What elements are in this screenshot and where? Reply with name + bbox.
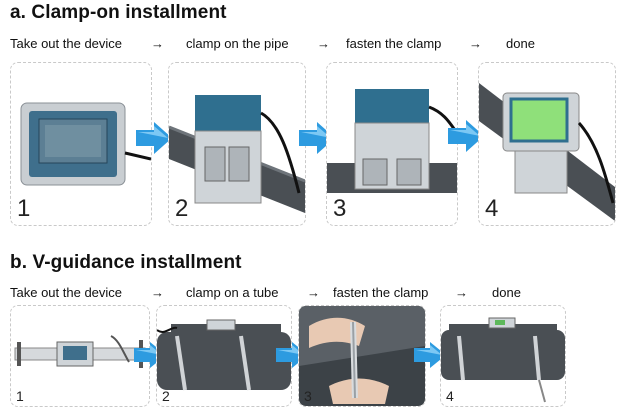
fasten-clamp-icon — [327, 89, 457, 193]
step-a-4: done — [506, 36, 535, 51]
flowmeter-device-icon — [20, 102, 151, 186]
panel-b-2: 2 — [156, 305, 292, 407]
panel-number: 1 — [16, 388, 24, 404]
panel-number: 4 — [446, 388, 454, 404]
section-a-title: a. Clamp-on installment — [10, 2, 227, 23]
step-arrow: → — [469, 36, 482, 51]
arrow-right-icon — [448, 120, 484, 152]
panel-b-3: 3 — [298, 305, 426, 407]
panel-a-1: 1 — [10, 62, 152, 226]
panel-number: 4 — [485, 195, 499, 222]
panel-a-2: 2 — [168, 62, 306, 226]
step-a-3: fasten the clamp — [346, 36, 442, 51]
step-b-1: Take out the device — [10, 285, 123, 300]
arrow-right-icon — [414, 342, 446, 368]
rail-on-tube-icon — [157, 319, 291, 391]
step-b-2: clamp on a tube — [186, 285, 279, 300]
panel-number: 1 — [17, 195, 31, 222]
rail-installed-icon — [441, 317, 565, 403]
step-arrow: → — [307, 285, 320, 300]
arrow-right-icon — [136, 122, 172, 154]
step-b-4: done — [492, 285, 521, 300]
panel-b-1: 1 — [10, 305, 150, 407]
hands-fasten-icon — [299, 306, 425, 406]
step-arrow: → — [151, 285, 164, 300]
step-arrow: → — [455, 285, 468, 300]
installed-device-icon — [479, 83, 615, 221]
panel-a-3: 3 — [326, 62, 458, 226]
panel-number: 3 — [333, 195, 347, 222]
panel-number: 2 — [162, 388, 170, 404]
step-a-2: clamp on the pipe — [186, 36, 289, 51]
panel-a-4: 4 — [478, 62, 616, 226]
panel-b-4: 4 — [440, 305, 566, 407]
step-arrow: → — [317, 36, 330, 51]
v-guidance-rail-icon — [14, 335, 146, 368]
section-b-title: b. V-guidance installment — [10, 252, 242, 273]
panel-number: 2 — [175, 195, 189, 222]
panel-number: 3 — [304, 388, 312, 404]
step-a-1: Take out the device — [10, 36, 123, 51]
clamp-pipe-icon — [169, 95, 305, 213]
step-b-3: fasten the clamp — [333, 285, 429, 300]
step-arrow: → — [151, 36, 164, 51]
